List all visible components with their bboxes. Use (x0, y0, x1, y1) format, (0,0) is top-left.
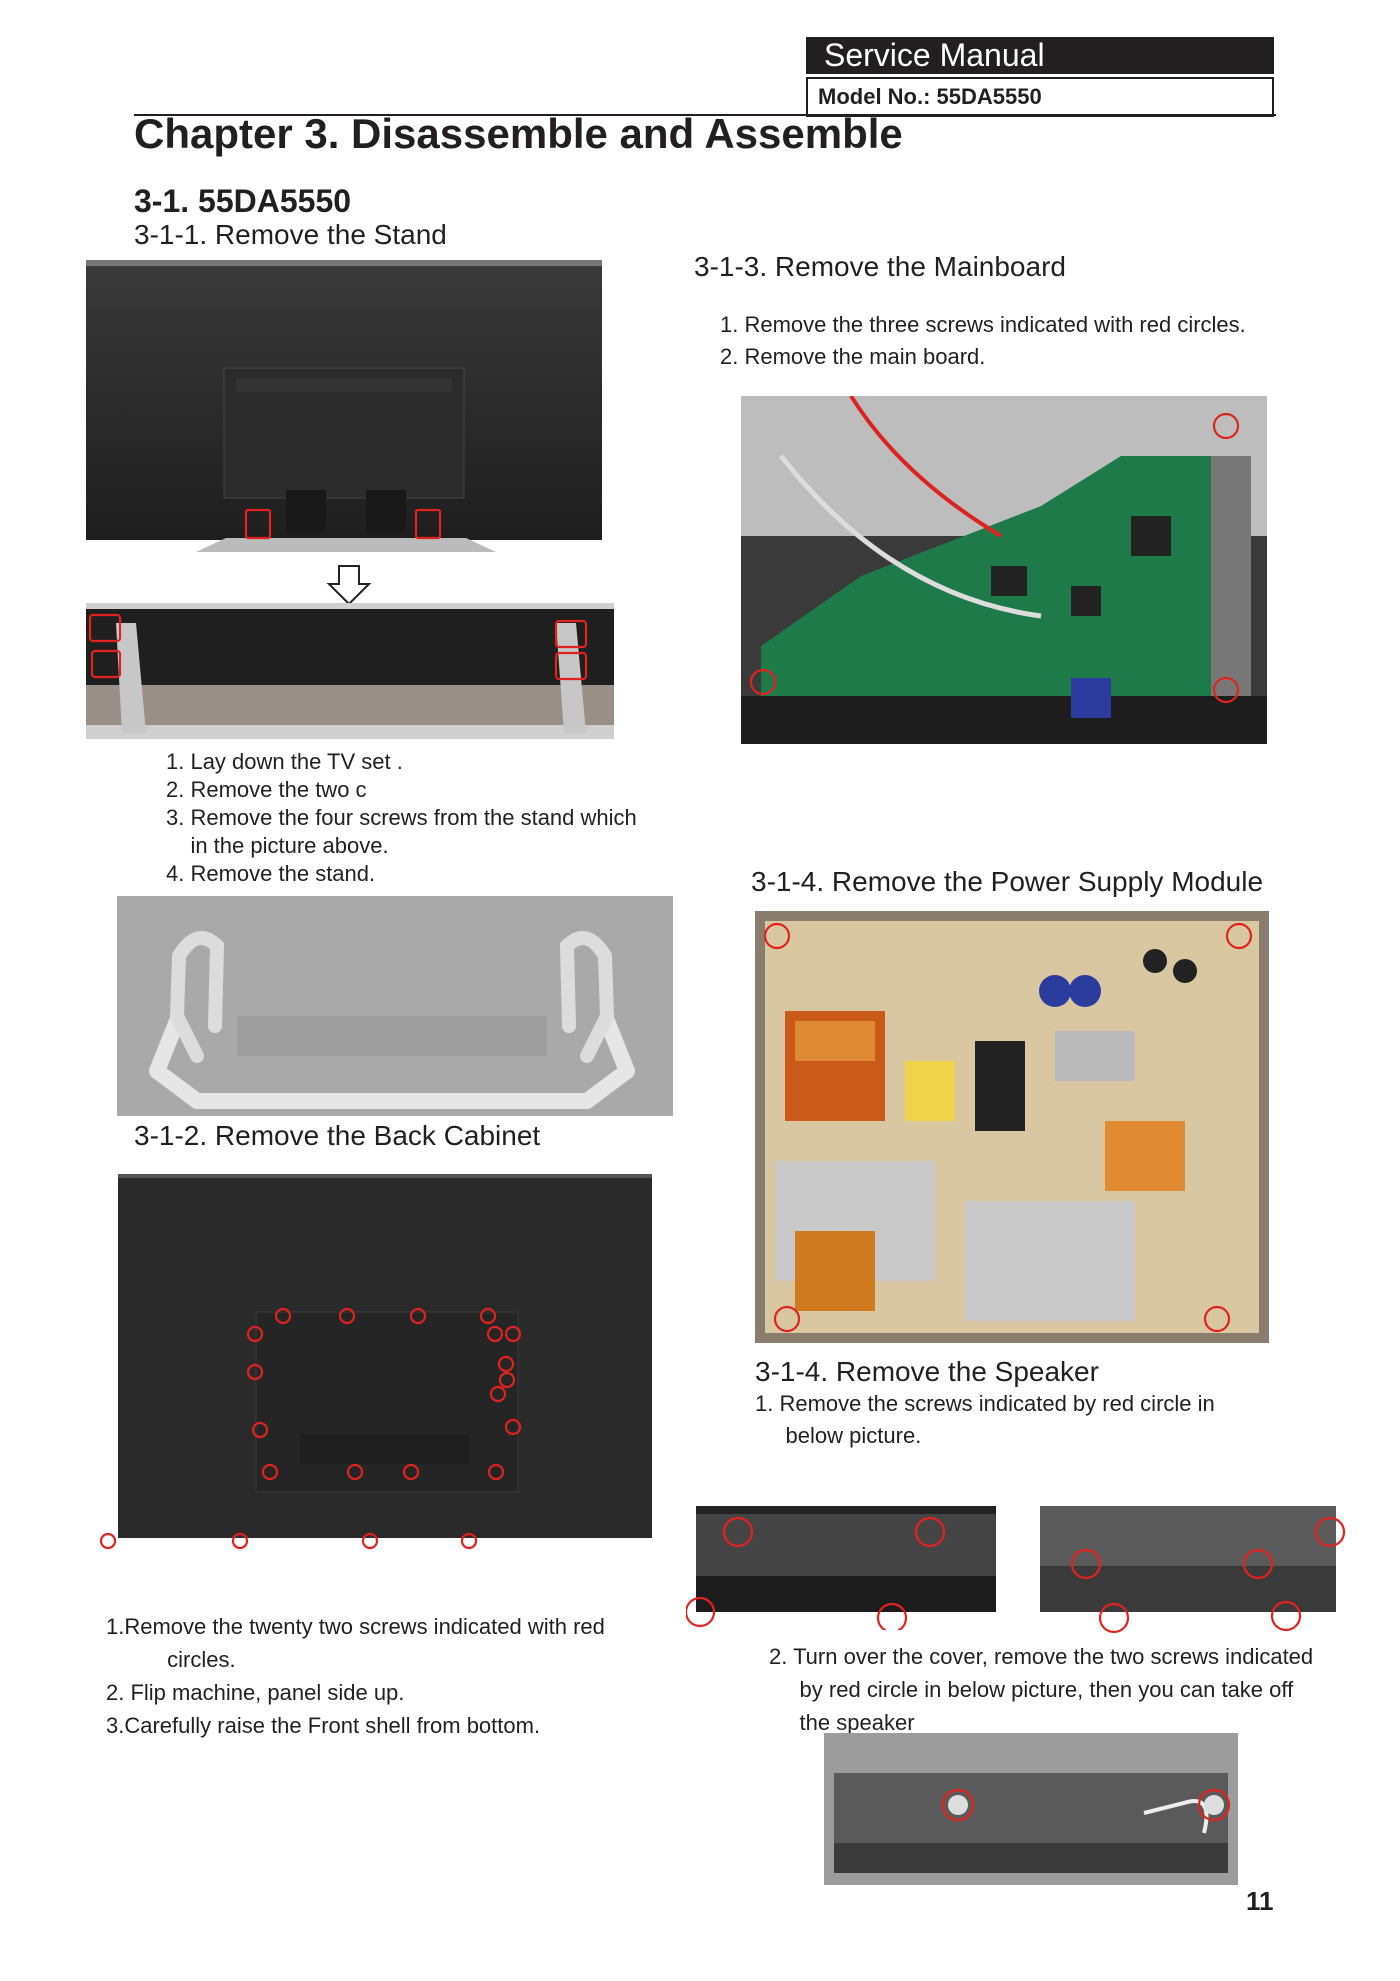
stand-heading: 3-1-1. Remove the Stand (134, 219, 447, 250)
back-cabinet-heading: 3-1-2. Remove the Back Cabinet (134, 1120, 541, 1151)
speaker-heading: 3-1-4. Remove the Speaker (755, 1356, 1099, 1387)
mainboard-steps: 1. Remove the three screws indicated wit… (720, 309, 1246, 373)
power-supply-photo (755, 911, 1269, 1343)
speaker-photo-left (686, 1506, 996, 1630)
stand-step: 2. Remove the two c (166, 777, 367, 802)
mainboard-photo (741, 396, 1267, 744)
stand-step: 1. Lay down the TV set . (166, 749, 403, 774)
speaker-step: 1. Remove the screws indicated by red ci… (755, 1391, 1215, 1416)
speaker-step: the speaker (769, 1710, 915, 1735)
back-cabinet-step: 2. Flip machine, panel side up. (106, 1680, 405, 1705)
speaker-photo-right (1040, 1506, 1346, 1634)
model-number-box: Model No.: 55DA5550 (806, 77, 1274, 117)
chapter-title: Chapter 3. Disassemble and Assemble (134, 110, 903, 157)
page-number: 11 (1246, 1886, 1274, 1916)
stand-step: 3. Remove the four screws from the stand… (166, 805, 637, 830)
power-heading: 3-1-4. Remove the Power Supply Module (751, 866, 1264, 897)
stand-step: in the picture above. (166, 833, 389, 858)
back-cabinet-step: circles. (106, 1647, 236, 1672)
back-cabinet-step: 1.Remove the twenty two screws indicated… (106, 1614, 605, 1639)
back-cabinet-step: 3.Carefully raise the Front shell from b… (106, 1713, 541, 1738)
speaker-cover-photo (824, 1733, 1238, 1885)
mainboard-heading: 3-1-3. Remove the Mainboard (694, 251, 1066, 282)
back-cabinet-photo (100, 1174, 660, 1554)
mainboard-step: 1. Remove the three screws indicated wit… (720, 312, 1246, 337)
stand-base-photo (117, 896, 673, 1116)
header-rule (134, 114, 1276, 116)
stand-closeup-photo (86, 603, 614, 739)
speaker-step: 2. Turn over the cover, remove the two s… (769, 1644, 1314, 1669)
speaker-step1: 1. Remove the screws indicated by red ci… (755, 1388, 1215, 1452)
speaker-step: by red circle in below picture, then you… (769, 1677, 1294, 1702)
service-manual-banner: Service Manual (806, 37, 1274, 74)
section-title: 3-1. 55DA5550 (134, 183, 352, 219)
stand-steps: 1. Lay down the TV set . 2. Remove the t… (166, 748, 637, 888)
stand-step: 4. Remove the stand. (166, 861, 376, 886)
mainboard-step: 2. Remove the main board. (720, 344, 986, 369)
back-cabinet-steps: 1.Remove the twenty two screws indicated… (106, 1610, 605, 1742)
speaker-step2: 2. Turn over the cover, remove the two s… (769, 1640, 1313, 1739)
speaker-step: below picture. (755, 1423, 922, 1448)
tv-rear-stand-photo (86, 260, 602, 562)
arrow-down-icon (325, 564, 373, 606)
